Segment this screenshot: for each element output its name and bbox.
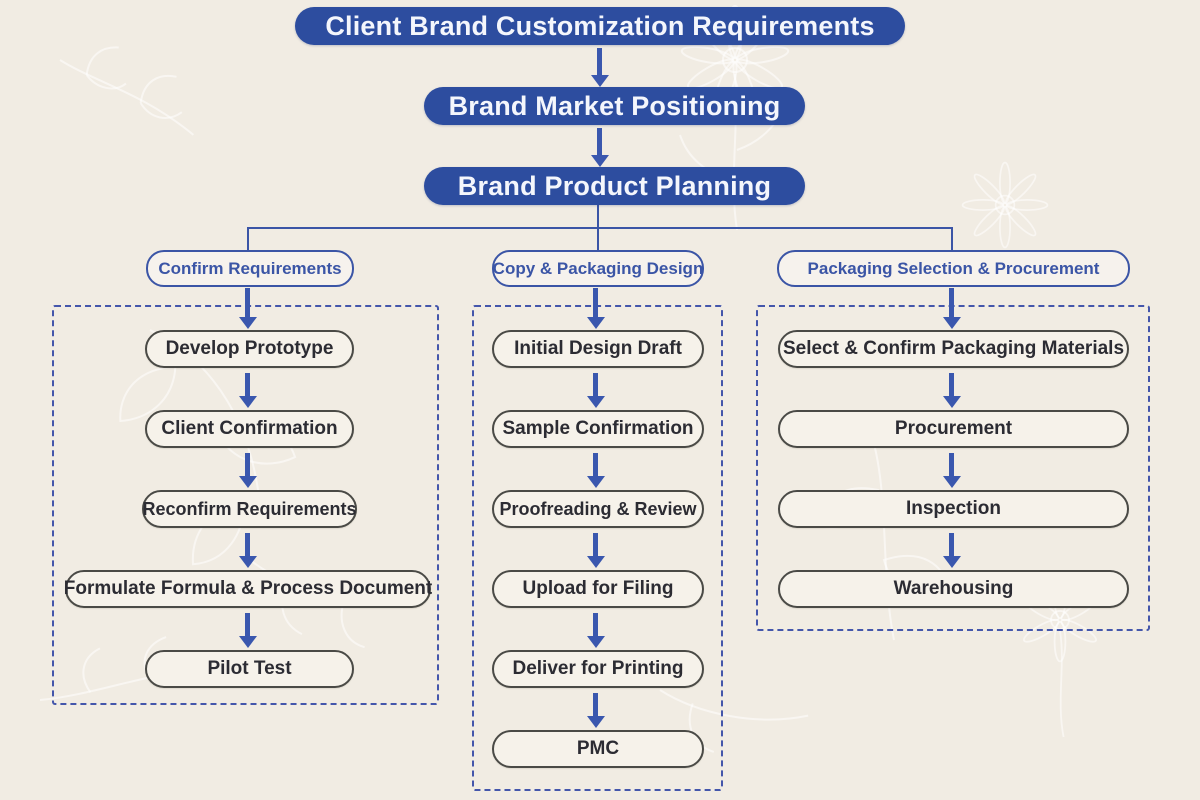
step-pilot-test: Pilot Test <box>145 650 354 688</box>
arrow-down-icon <box>593 693 598 717</box>
arrow-down-icon <box>593 613 598 637</box>
arrow-down-icon <box>245 533 250 557</box>
arrow-down-icon <box>245 613 250 637</box>
connector-line <box>247 227 953 229</box>
node-brand-product-planning: Brand Product Planning <box>424 167 805 205</box>
arrow-down-icon <box>949 453 954 477</box>
step-inspection: Inspection <box>778 490 1129 528</box>
step-reconfirm-requirements: Reconfirm Requirements <box>142 490 357 528</box>
step-procurement: Procurement <box>778 410 1129 448</box>
branch-header-confirm-requirements: Confirm Requirements <box>146 250 354 287</box>
step-develop-prototype: Develop Prototype <box>145 330 354 368</box>
arrow-down-icon <box>593 453 598 477</box>
arrow-down-icon <box>949 288 954 318</box>
arrow-down-icon <box>593 533 598 557</box>
step-proofreading-review: Proofreading & Review <box>492 490 704 528</box>
node-client-brand-customization-requirements: Client Brand Customization Requirements <box>295 7 905 45</box>
node-brand-market-positioning: Brand Market Positioning <box>424 87 805 125</box>
branch-header-packaging-selection-procurement: Packaging Selection & Procurement <box>777 250 1130 287</box>
arrow-down-icon <box>597 48 602 76</box>
arrow-down-icon <box>245 288 250 318</box>
arrow-down-icon <box>593 373 598 397</box>
arrow-down-icon <box>597 128 602 156</box>
step-client-confirmation: Client Confirmation <box>145 410 354 448</box>
step-select-confirm-packaging-materials: Select & Confirm Packaging Materials <box>778 330 1129 368</box>
step-upload-for-filing: Upload for Filing <box>492 570 704 608</box>
step-sample-confirmation: Sample Confirmation <box>492 410 704 448</box>
connector-line <box>951 227 953 251</box>
step-warehousing: Warehousing <box>778 570 1129 608</box>
arrow-down-icon <box>593 288 598 318</box>
arrow-down-icon <box>245 373 250 397</box>
step-pmc: PMC <box>492 730 704 768</box>
branch-header-copy-packaging-design: Copy & Packaging Design <box>492 250 704 287</box>
arrow-down-icon <box>949 373 954 397</box>
step-formulate-formula-process-document: Formulate Formula & Process Document <box>64 570 432 608</box>
step-deliver-for-printing: Deliver for Printing <box>492 650 704 688</box>
arrow-down-icon <box>245 453 250 477</box>
connector-line <box>247 227 249 251</box>
step-initial-design-draft: Initial Design Draft <box>492 330 704 368</box>
arrow-down-icon <box>949 533 954 557</box>
